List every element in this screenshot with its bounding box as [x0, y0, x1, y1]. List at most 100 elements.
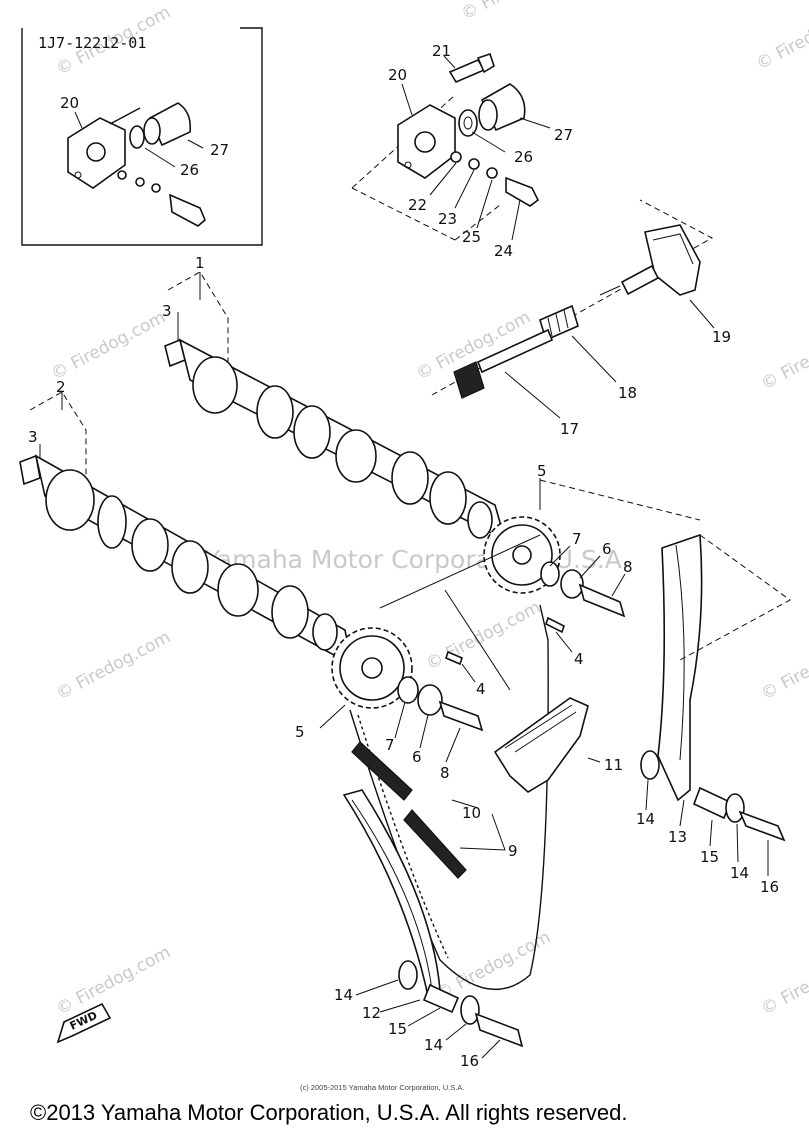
leader-15-right	[709, 819, 713, 847]
washer-26-hole	[463, 116, 473, 130]
inset-small-part-2	[135, 177, 145, 187]
label-24: 24	[494, 242, 513, 260]
collar-15-lower	[422, 983, 460, 1014]
inset-border	[21, 27, 263, 246]
guide-12-rib	[351, 799, 433, 991]
inset-label-20: 20	[60, 94, 79, 112]
leader-14-left	[645, 779, 649, 811]
leader-11	[587, 757, 601, 763]
bolt-21-head	[476, 52, 495, 74]
upper-sprocket-assembly: 5 7 6 8 4	[483, 462, 633, 668]
guide-13-outline-2	[539, 479, 701, 521]
bolt-16-right	[738, 810, 786, 842]
upper-camshaft: 1 3	[162, 254, 507, 542]
washer-14-lower-2	[460, 995, 480, 1025]
part-25	[486, 167, 498, 179]
copyright-footer: ©2013 Yamaha Motor Corporation, U.S.A. A…	[30, 1100, 627, 1125]
label-3-lower: 3	[28, 428, 38, 446]
washer-14-right	[725, 793, 745, 823]
leader-21	[443, 55, 456, 69]
label-23: 23	[438, 210, 457, 228]
label-13: 13	[668, 828, 687, 846]
label-14-lower-a: 14	[334, 986, 353, 1004]
cap-27-end	[478, 99, 498, 131]
leader-inset-20	[74, 111, 83, 129]
label-16-right: 16	[760, 878, 779, 896]
label-10: 10	[462, 804, 481, 822]
label-1: 1	[195, 254, 205, 272]
label-7-lower: 7	[385, 736, 395, 754]
watermark-firedog-7: © Firedog.com	[758, 627, 809, 704]
label-11: 11	[604, 756, 623, 774]
fwd-arrow-shape	[56, 1002, 112, 1044]
part-22	[450, 151, 462, 163]
leader-6-lower	[419, 714, 429, 749]
leader-20	[401, 83, 413, 116]
label-27: 27	[554, 126, 573, 144]
label-2: 2	[56, 378, 66, 396]
label-15-right: 15	[700, 848, 719, 866]
camshaft-2-group	[29, 391, 87, 478]
washer-6-upper	[560, 569, 584, 599]
leader-7-lower	[394, 701, 406, 739]
spring-small	[620, 264, 660, 296]
chain-tangent-2	[444, 589, 511, 691]
label-6-upper: 6	[602, 540, 612, 558]
watermark-firedog-3: © Firedog.com	[48, 307, 169, 384]
leader-24	[511, 199, 521, 241]
lower-sprocket-hub	[361, 657, 383, 679]
watermark-firedog-5: © Firedog.com	[53, 627, 174, 704]
inset-washer-26	[129, 125, 145, 149]
inset-bolt-hole	[74, 171, 82, 179]
upper-cam-lobe-2	[293, 405, 331, 459]
inset-bolt-small	[169, 193, 206, 227]
washer-7-upper	[540, 561, 560, 587]
inset-small-part-1	[117, 170, 127, 180]
label-6-lower: 6	[412, 748, 422, 766]
watermark-firedog-2: © Firedog.com	[753, 0, 809, 74]
bolt-8-lower	[438, 700, 484, 732]
lower-cam-journal-1	[45, 469, 95, 531]
label-26: 26	[514, 148, 533, 166]
leader-22	[429, 162, 457, 196]
cam-chain-9: 10 9	[349, 534, 549, 990]
leader-6-upper	[579, 555, 601, 579]
lower-sprocket-assembly: 5 7 6 8 4	[295, 627, 486, 782]
watermark-firedog-4: © Firedog.com	[758, 317, 809, 394]
leader-inset-27	[187, 139, 204, 149]
chain-guide-11: 11	[493, 697, 623, 793]
chain-guide-rod-assembly: 19 18 17	[431, 199, 731, 438]
label-8-lower: 8	[440, 764, 450, 782]
label-14-right: 14	[730, 864, 749, 882]
washer-26	[458, 109, 478, 137]
leader-inset-26	[144, 147, 176, 168]
leader-14-a	[355, 979, 399, 996]
watermark-yamaha: Yamaha Motor Corporation, U.S.A.	[204, 545, 629, 574]
rod-17-head	[453, 361, 485, 399]
leader-14-right	[736, 823, 739, 863]
camshaft-1-group	[167, 271, 229, 370]
leader-12	[379, 999, 421, 1013]
bolt-16-lower	[474, 1012, 524, 1048]
leader-26	[471, 131, 506, 153]
chain-section-lower	[403, 809, 467, 879]
label-14-guide: 14	[636, 810, 655, 828]
gasket-19-inner	[652, 233, 694, 265]
tensioner-assembly: 20 21 27 26 22 23 25 24	[351, 42, 573, 260]
chain-guide-12: 14 12 15 14 16	[334, 789, 524, 1070]
leader-18	[571, 335, 617, 383]
leader-25	[476, 179, 493, 229]
label-25: 25	[462, 228, 481, 246]
leader-19	[689, 299, 715, 329]
tensioner-boss	[414, 131, 436, 153]
bolt-21	[448, 58, 486, 84]
label-12: 12	[362, 1004, 381, 1022]
washer-14-lower	[398, 960, 418, 990]
upper-cam-journal-2	[335, 429, 377, 483]
inset-tensioner-boss	[86, 142, 106, 162]
part-23	[468, 158, 480, 170]
rod-group-outline	[431, 199, 714, 396]
label-9: 9	[508, 842, 518, 860]
